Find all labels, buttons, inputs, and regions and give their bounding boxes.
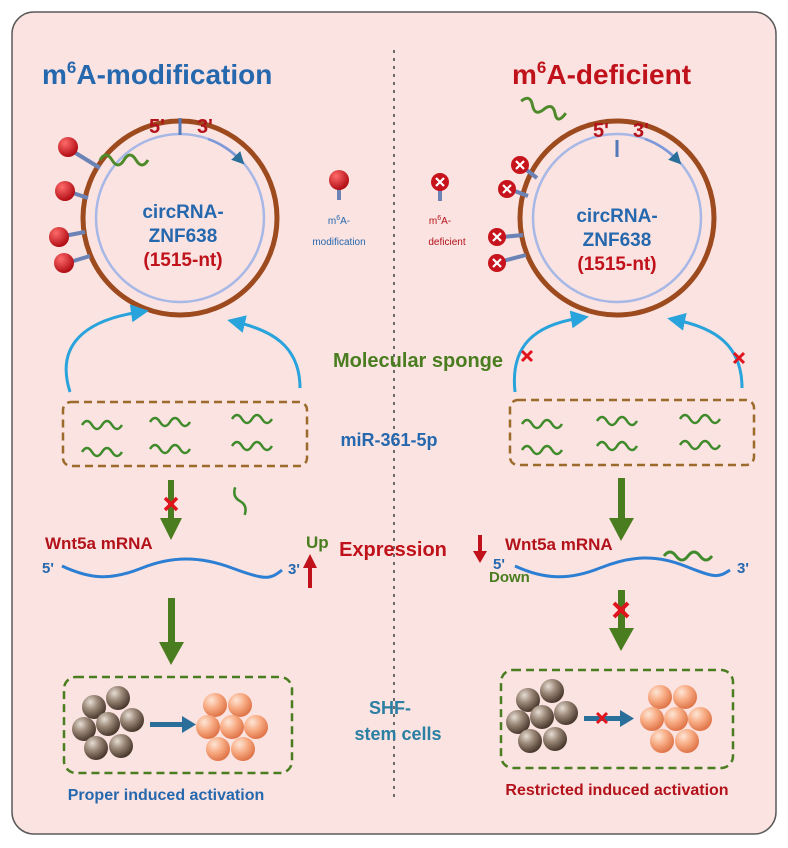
left-mirna-to-mrna-arrow (160, 480, 182, 540)
down-arrow-icon (473, 535, 487, 563)
left-circ-name-2: ZNF638 (149, 226, 218, 247)
right-down-label: Down (489, 569, 530, 586)
right-circrna (488, 118, 717, 318)
right-mrna-to-cells-arrow (609, 590, 634, 651)
left-activation-arrow (150, 716, 196, 733)
right-sponge-arrow-2 (667, 312, 744, 389)
right-circ-name-1: circRNA- (576, 206, 657, 227)
left-sponge-arrow-1 (64, 304, 149, 393)
legend-deficient (431, 173, 449, 201)
left-stem-cell-cluster (72, 686, 144, 760)
left-mirna-squiggles (80, 413, 274, 458)
legend-deficient-label-2: deficient (428, 237, 465, 248)
right-stem-cell-cluster (506, 679, 578, 753)
left-sponge-arrow-2 (227, 315, 302, 389)
right-mrna-three: 3' (737, 560, 749, 577)
shf-label-2: stem cells (354, 724, 441, 744)
right-sponge-arrow-1 (512, 310, 589, 393)
right-blocked-activation-arrow (584, 710, 634, 727)
m6a-modification-marks (49, 137, 102, 273)
right-five-prime: 5' (593, 120, 609, 142)
right-free-mirna (520, 96, 568, 121)
left-title: m6A-modification (42, 58, 272, 90)
right-mrna-bound-mirna (662, 550, 714, 562)
legend-deficient-label-1: m6A- (429, 215, 451, 227)
molecular-sponge-label: Molecular sponge (333, 350, 503, 372)
left-outcome-label: Proper induced activation (68, 787, 264, 804)
legend-modification (329, 170, 349, 200)
expression-label: Expression (339, 539, 447, 561)
left-three-prime: 3' (197, 116, 213, 138)
right-sponge-block-x (520, 349, 746, 365)
right-title: m6A-deficient (512, 58, 691, 90)
left-circ-name-1: circRNA- (142, 202, 223, 223)
right-mirna-box (508, 398, 756, 467)
right-mirna-squiggles (520, 413, 722, 456)
shf-label-1: SHF- (369, 698, 411, 718)
left-activated-cell-cluster (196, 693, 268, 761)
left-mrna-three: 3' (288, 561, 300, 578)
left-mirna-box (61, 400, 309, 468)
background-panel (11, 11, 777, 835)
right-mrna-five: 5' (493, 556, 505, 573)
left-circrna (49, 118, 280, 318)
left-five-prime: 5' (149, 116, 165, 138)
left-bound-mirna (98, 153, 150, 167)
left-mrna-strand (61, 557, 283, 579)
mirna-label: miR-361-5p (340, 430, 437, 450)
legend-modification-label-1: m6A- (328, 215, 350, 227)
right-mirna-to-mrna-arrow (609, 478, 634, 541)
right-outcome-label: Restricted induced activation (505, 782, 728, 799)
right-circ-length: (1515-nt) (577, 254, 656, 275)
right-mrna-label: Wnt5a mRNA (505, 535, 613, 554)
legend-modification-label-2: modification (312, 237, 365, 248)
m6a-deficient-marks (488, 156, 539, 272)
up-arrow-icon (303, 554, 317, 588)
left-mrna-label: Wnt5a mRNA (45, 534, 153, 553)
m6a-modification-icon (329, 170, 349, 190)
left-circ-length: (1515-nt) (143, 250, 222, 271)
left-free-mirna (233, 486, 247, 516)
left-cells-box (62, 675, 294, 775)
right-activated-cell-cluster (640, 685, 712, 753)
left-mrna-to-cells-arrow (159, 598, 184, 665)
left-up-label: Up (306, 533, 329, 552)
right-circ-name-2: ZNF638 (583, 230, 652, 251)
left-mrna-five: 5' (42, 560, 54, 577)
right-cells-box (499, 668, 735, 770)
right-three-prime: 3' (633, 120, 649, 142)
right-mrna-strand (514, 556, 731, 579)
